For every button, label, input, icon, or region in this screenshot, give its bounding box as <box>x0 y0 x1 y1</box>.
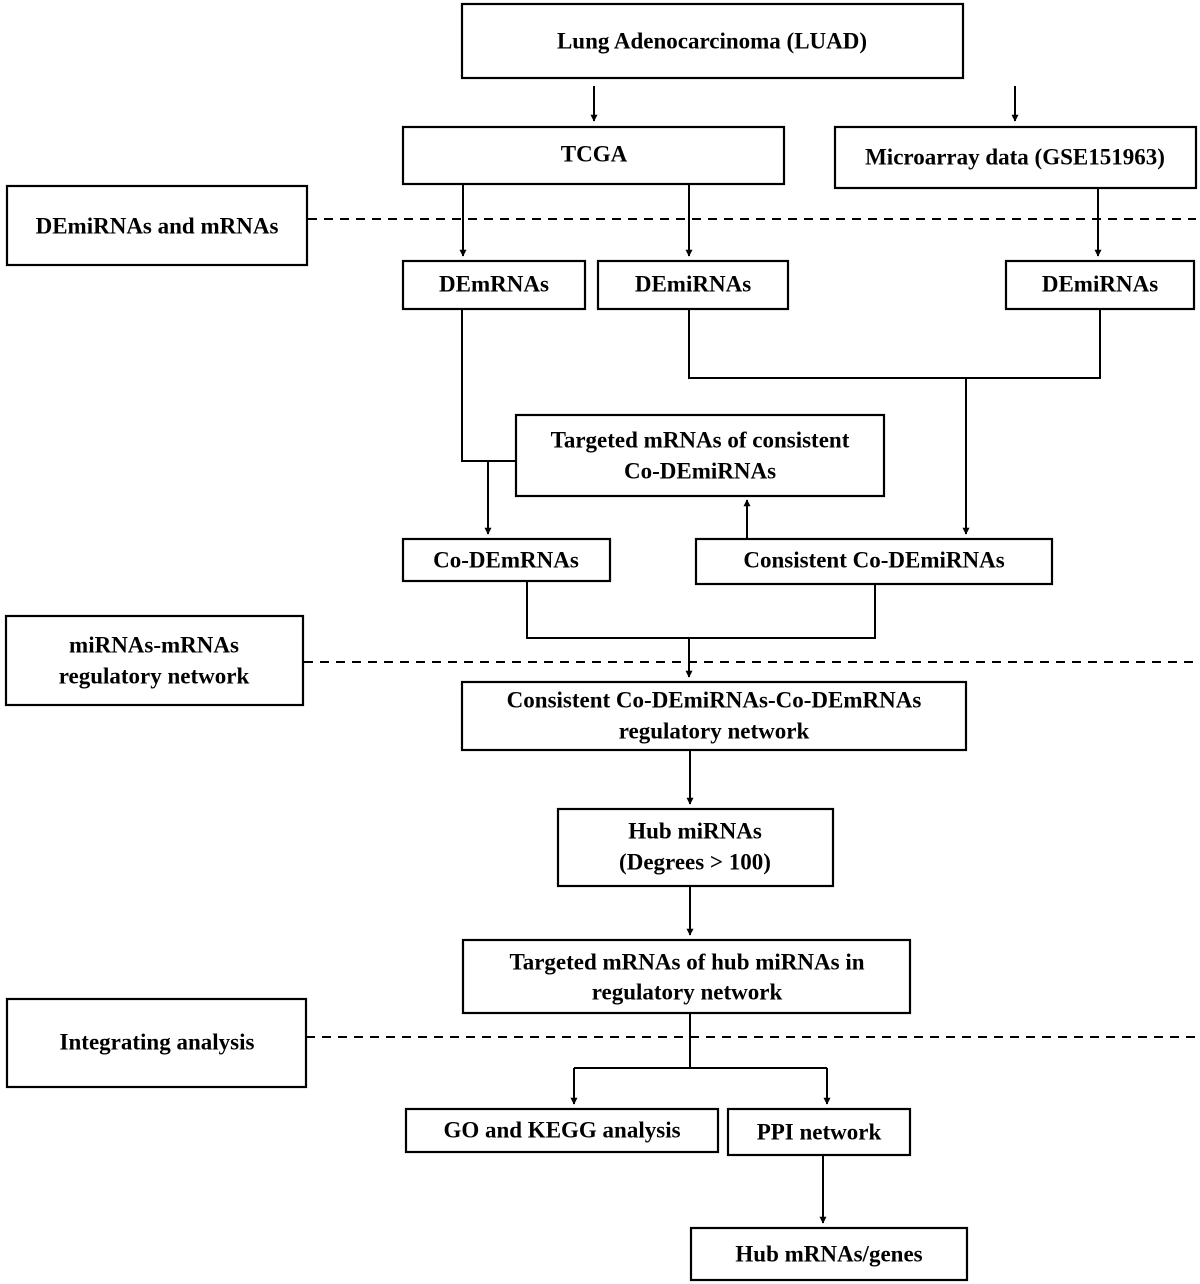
node-luad: Lung Adenocarcinoma (LUAD) <box>460 2 965 80</box>
node-tcga-demrnas-label: DEmRNAs <box>439 271 549 296</box>
node-targeted-mrnas: Targeted mRNAs of consistent Co-DEmiRNAs <box>514 413 886 498</box>
node-hub-genes: Hub mRNAs/genes <box>689 1226 969 1282</box>
node-co-demrnas: Co-DEmRNAs <box>401 537 612 583</box>
section-demirnas-mrnas-label: DEmiRNAs and mRNAs <box>36 213 279 238</box>
connector-co-merge <box>526 581 876 639</box>
section-integrating-analysis: Integrating analysis <box>5 997 308 1089</box>
node-luad-label: Lung Adenocarcinoma (LUAD) <box>557 28 867 53</box>
node-consistent-co-demirnas-label: Consistent Co-DEmiRNAs <box>743 547 1004 572</box>
section-network-label-line1: miRNAs-mRNAs <box>69 632 239 657</box>
node-co-demrnas-label: Co-DEmRNAs <box>433 547 579 572</box>
node-ppi: PPI network <box>726 1107 912 1157</box>
node-tcga: TCGA <box>401 125 786 186</box>
node-tcga-demirnas: DEmiRNAs <box>596 259 790 311</box>
node-microarray: Microarray data (GSE151963) <box>833 125 1198 190</box>
node-geo-demirnas: DEmiRNAs <box>1004 259 1196 311</box>
section-integrating-label: Integrating analysis <box>60 1029 255 1054</box>
node-microarray-label: Microarray data (GSE151963) <box>865 144 1165 169</box>
node-regulatory-network: Consistent Co-DEmiRNAs-Co-DEmRNAs regula… <box>460 680 968 752</box>
node-regulatory-network-line2: regulatory network <box>619 718 810 743</box>
connector-targets-split <box>574 1013 827 1069</box>
node-tcga-demrnas: DEmRNAs <box>401 259 587 311</box>
node-hub-targets-line2: regulatory network <box>592 979 783 1004</box>
node-consistent-co-demirnas: Consistent Co-DEmiRNAs <box>694 537 1054 586</box>
node-hub-mirnas-line2: (Degrees > 100) <box>619 849 771 874</box>
node-go-kegg-label: GO and KEGG analysis <box>443 1117 680 1142</box>
connector-demrnas-to-targeted <box>461 309 516 462</box>
section-network-label-line2: regulatory network <box>59 663 250 688</box>
node-hub-genes-label: Hub mRNAs/genes <box>735 1241 922 1266</box>
node-hub-targets: Targeted mRNAs of hub miRNAs in regulato… <box>461 938 912 1015</box>
node-go-kegg: GO and KEGG analysis <box>404 1107 720 1154</box>
node-hub-mirnas: Hub miRNAs (Degrees > 100) <box>556 807 835 888</box>
node-targeted-mrnas-line2: Co-DEmiRNAs <box>624 458 776 483</box>
node-hub-mirnas-line1: Hub miRNAs <box>628 818 762 843</box>
node-hub-targets-line1: Targeted mRNAs of hub miRNAs in <box>509 949 864 974</box>
node-targeted-mrnas-line1: Targeted mRNAs of consistent <box>551 427 850 452</box>
node-geo-demirnas-label: DEmiRNAs <box>1042 271 1158 296</box>
node-tcga-demirnas-label: DEmiRNAs <box>635 271 751 296</box>
connector-demirnas-merge <box>688 309 1101 379</box>
section-demirnas-mrnas: DEmiRNAs and mRNAs <box>5 184 309 267</box>
node-tcga-label: TCGA <box>561 141 628 166</box>
section-regulatory-network: miRNAs-mRNAs regulatory network <box>4 614 305 707</box>
node-regulatory-network-line1: Consistent Co-DEmiRNAs-Co-DEmRNAs <box>507 687 922 712</box>
node-ppi-label: PPI network <box>757 1119 882 1144</box>
